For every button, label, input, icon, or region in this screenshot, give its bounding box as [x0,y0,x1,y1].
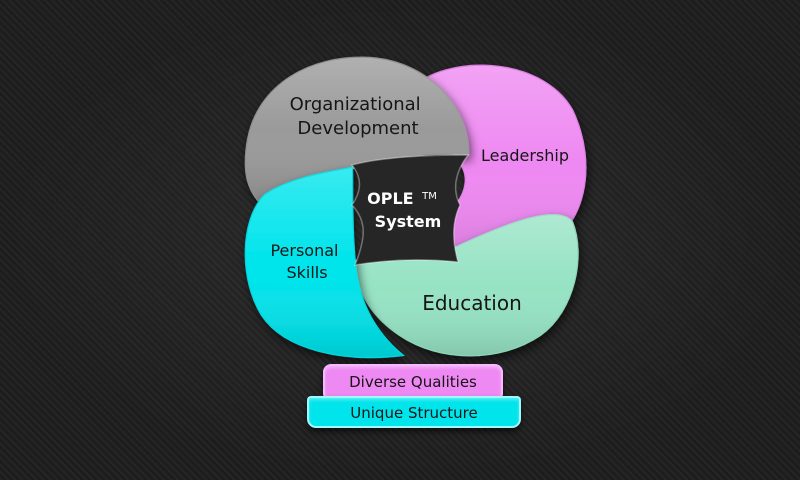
center-title: OPLE TM [367,189,437,208]
label-education: Education [422,291,522,315]
center-subtitle: System [375,212,442,231]
unique-structure-tab: Unique Structure [307,396,521,428]
center-hub [350,154,470,266]
diverse-qualities-tab: Diverse Qualities [323,364,503,398]
petal-personal-skills [244,166,406,359]
label-organizational-development: Organizational Development [290,94,427,139]
petal-organizational-development [244,56,470,202]
label-leadership: Leadership [481,146,569,165]
label-personal-skills: Personal Skills [270,241,343,282]
